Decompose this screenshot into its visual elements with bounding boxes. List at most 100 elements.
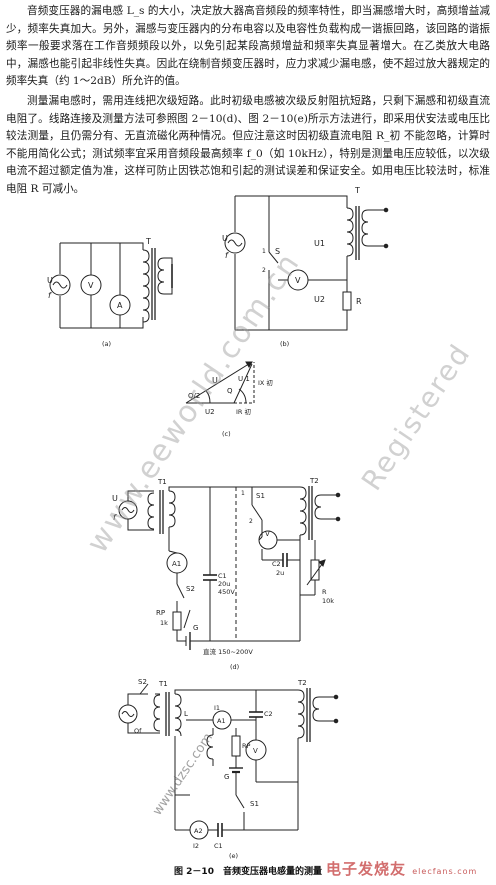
primary-coil: [346, 207, 354, 257]
label-d-rp: RP: [156, 609, 165, 617]
switch-s-blade: [268, 251, 279, 264]
t2-primary-coil: [299, 486, 307, 536]
label-e-a2: A2: [194, 827, 203, 835]
label-a-t: T: [145, 237, 151, 246]
label-c-u2: U2: [205, 408, 215, 416]
label-c-q: Q: [227, 387, 233, 395]
label-c-u: U: [212, 376, 218, 385]
paragraph-leakage-intro: 音频变压器的漏电感 L_s 的大小，决定放大器高音频段的频率特性，即当漏感增大时…: [6, 5, 490, 88]
label-d-r-value: 10k: [322, 597, 334, 605]
label-d-s1: S1: [256, 492, 265, 500]
label-c-ix: IX 初: [258, 378, 273, 387]
label-b-f: f: [225, 251, 229, 260]
label-a-v: V: [88, 281, 94, 290]
paragraph-leakage-measurement: 测量漏电感时，需用连线把次级短路。此时初级电感被次级反射阻抗短路，只剩下漏感和初…: [6, 95, 490, 195]
label-e-l: L: [184, 710, 188, 718]
rheostat-rp-symbol: [231, 735, 241, 757]
sine-icon: [121, 507, 135, 513]
switch-s1-blade: [235, 794, 245, 809]
sine-icon: [52, 281, 68, 289]
ac-source-symbol: [49, 274, 71, 296]
label-c-u1: U 1: [238, 375, 250, 383]
label-d-c2-value: 2u: [276, 569, 284, 577]
rheostat-rp-symbol: [172, 611, 182, 631]
label-d-sub: (d): [230, 663, 239, 671]
phasor-u1: [233, 363, 253, 404]
label-d-g: G: [193, 624, 198, 632]
circuit-d: [118, 486, 341, 650]
label-e-s2: S2: [138, 678, 147, 686]
t1-secondary-coil-l: [174, 693, 182, 737]
ac-source-symbol: [224, 232, 246, 254]
standard-resistor-symbol: [342, 291, 352, 311]
label-d-v: V: [265, 530, 270, 538]
t1-secondary-coil: [168, 490, 176, 528]
label-d-f: f: [113, 513, 117, 522]
label-d-c1-value: 20u: [218, 580, 230, 588]
secondary-coil: [157, 257, 165, 295]
label-d-t1: T1: [157, 478, 167, 486]
label-e-g: G: [224, 773, 229, 781]
watermark-logo: 电子发烧友 elecfans.com: [326, 858, 477, 879]
phasor-diagram-c: [185, 361, 255, 404]
label-d-t2: T2: [309, 477, 319, 485]
label-b-u: U: [222, 234, 228, 243]
label-e-i1: I1: [214, 704, 220, 712]
watermark-logo-en: elecfans.com: [412, 867, 478, 876]
phasor-u: [185, 361, 253, 404]
label-d-r: R: [322, 588, 327, 596]
sine-icon: [227, 239, 243, 247]
label-e-c2: C2: [264, 710, 273, 718]
label-d-n2: 2: [249, 518, 253, 525]
switch-s2-blade: [176, 583, 185, 599]
label-b-s: S: [275, 247, 280, 256]
voltmeter-symbol: [80, 274, 102, 296]
label-b-u1: U1: [314, 239, 325, 248]
label-b-n1: 1: [262, 248, 266, 255]
primary-coil: [142, 249, 150, 323]
label-e-t1: T1: [158, 680, 168, 688]
label-e-rp: RP: [242, 742, 251, 750]
label-b-r: R: [356, 297, 362, 306]
label-e-s1: S1: [250, 800, 259, 808]
label-d-rp-value: 1k: [160, 619, 168, 627]
label-d-u: U: [112, 494, 118, 503]
switch-s2-blade: [139, 683, 149, 695]
label-c-ir: IR 初: [236, 407, 251, 416]
t2-secondary-coil: [314, 494, 322, 520]
circuit-e: [118, 683, 339, 840]
label-b-sub: (b): [280, 340, 289, 348]
label-d-n1: 1: [241, 490, 245, 497]
secondary-coil: [361, 209, 369, 247]
t1-primary-coil: [147, 492, 155, 530]
switch-s1-blade: [251, 504, 263, 521]
label-e-i2: I2: [193, 842, 199, 850]
t2-primary-coil: [297, 689, 305, 739]
circuit-a: [49, 242, 173, 329]
watermark-logo-cn: 电子发烧友: [326, 860, 407, 878]
label-b-n2: 2: [262, 267, 266, 274]
label-d-c2: C2: [272, 560, 281, 568]
label-e-t2: T2: [297, 679, 307, 687]
label-e-c1: C1: [214, 842, 223, 850]
figure-caption: 图 2－10 音频变压器电感量的测量: [174, 867, 322, 877]
label-a-a: A: [117, 301, 123, 310]
label-a-sub: (a): [102, 340, 111, 348]
label-b-v: V: [295, 276, 301, 285]
label-d-a1: A1: [172, 560, 181, 568]
label-d-c1-voltage: 450V: [218, 588, 235, 596]
label-a-f: f: [48, 291, 52, 300]
label-c-q2: Q/2: [188, 392, 200, 400]
label-b-u2: U2: [314, 295, 325, 304]
ammeter-symbol: [109, 294, 131, 316]
label-d-s2: S2: [186, 585, 195, 593]
sine-icon: [121, 711, 135, 717]
label-e-v: V: [253, 747, 258, 755]
label-e-of: Of: [134, 727, 142, 735]
t2-secondary-coil: [312, 696, 320, 722]
circuit-b: [224, 195, 389, 331]
label-b-t: T: [354, 186, 360, 195]
label-e-sub: (e): [229, 852, 238, 860]
label-e-a1: A1: [217, 717, 226, 725]
